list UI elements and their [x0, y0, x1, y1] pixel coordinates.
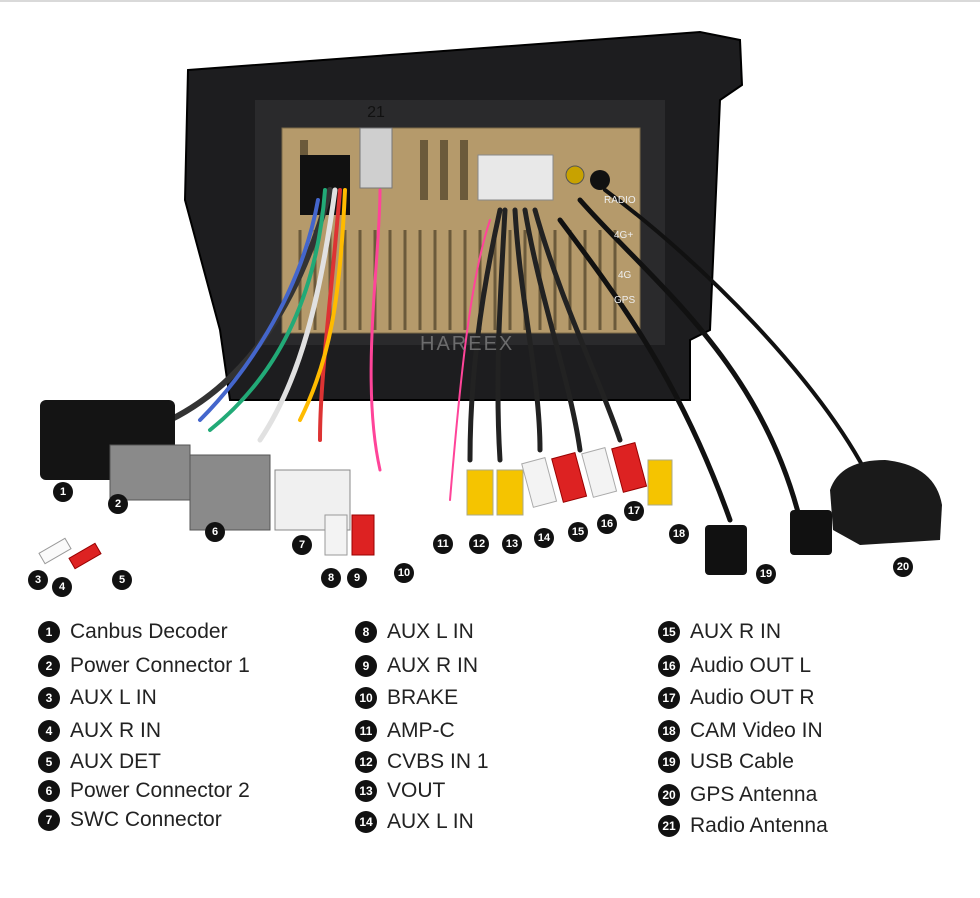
legend-label: AUX L IN: [70, 686, 157, 709]
legend-label: AUX R IN: [70, 719, 162, 742]
legend-item: 2 Power Connector 1: [38, 653, 250, 679]
legend-item: 16 Audio OUT L: [658, 653, 811, 679]
callout-3: 3: [28, 570, 48, 590]
legend-item: 3 AUX L IN: [38, 685, 157, 711]
legend-label: AUX DET: [70, 750, 162, 773]
legend-label: Power Connector 1: [70, 654, 250, 677]
legend-number: 15: [658, 621, 680, 643]
legend-item: 17 Audio OUT R: [658, 685, 815, 711]
legend-item: 7 SWC Connector: [38, 807, 222, 833]
legend-number: 17: [658, 687, 680, 709]
legend-item: 18 CAM Video IN: [658, 718, 823, 744]
legend-number: 14: [355, 811, 377, 833]
legend-number: 8: [355, 621, 377, 643]
legend-label: GPS Antenna: [690, 783, 818, 806]
legend-label: CAM Video IN: [690, 719, 823, 742]
legend-number: 4: [38, 720, 60, 742]
legend-number: 18: [658, 720, 680, 742]
legend-label: CVBS IN 1: [387, 750, 489, 773]
legend-item: 19 USB Cable: [658, 749, 794, 775]
port-label-4g-plus: 4G+: [614, 230, 634, 241]
legend-item: 9 AUX R IN: [355, 653, 478, 679]
product-photo: 21 HAREEX RADIO 4G+ 4G GPS 1 2 3 4 5 6 7…: [28, 30, 942, 597]
legend-number: 12: [355, 751, 377, 773]
legend-number: 16: [658, 655, 680, 677]
callout-16: 16: [597, 514, 617, 534]
legend-item: 4 AUX R IN: [38, 718, 161, 744]
legend-label: Radio Antenna: [690, 814, 828, 837]
legend-label: SWC Connector: [70, 808, 222, 831]
watermark: HAREEX: [420, 333, 515, 355]
legend-item: 11 AMP-C: [355, 718, 455, 744]
legend-number: 10: [355, 687, 377, 709]
legend-label: AUX R IN: [690, 620, 782, 643]
callout-2: 2: [108, 494, 128, 514]
legend-number: 2: [38, 655, 60, 677]
legend-label: Audio OUT L: [690, 654, 812, 677]
callout-10: 10: [394, 563, 414, 583]
callout-12: 12: [469, 534, 489, 554]
callout-8: 8: [321, 568, 341, 588]
legend-label: USB Cable: [690, 750, 794, 773]
legend-number: 5: [38, 751, 60, 773]
legend-label: Power Connector 2: [70, 779, 250, 802]
legend-item: 10 BRAKE: [355, 685, 458, 711]
callout-11: 11: [433, 534, 453, 554]
legend-label: Audio OUT R: [690, 686, 815, 709]
legend-label: BRAKE: [387, 686, 459, 709]
head-unit-illustration: [38, 30, 942, 575]
legend-number: 3: [38, 687, 60, 709]
callout-6: 6: [205, 522, 225, 542]
callout-7: 7: [292, 535, 312, 555]
legend-label: VOUT: [387, 779, 446, 802]
legend-number: 19: [658, 751, 680, 773]
callout-5: 5: [112, 570, 132, 590]
callout-13: 13: [502, 534, 522, 554]
port-label-gps: GPS: [614, 295, 636, 306]
legend-item: 8 AUX L IN: [355, 619, 474, 645]
callout-14: 14: [534, 528, 554, 548]
legend-item: 21 Radio Antenna: [658, 813, 828, 839]
legend-number: 1: [38, 621, 60, 643]
legend-number: 6: [38, 780, 60, 802]
legend-number: 20: [658, 784, 680, 806]
connector-21-label: 21: [367, 104, 385, 121]
legend-label: Canbus Decoder: [70, 620, 228, 643]
legend-label: AUX L IN: [387, 810, 474, 833]
legend-item: 20 GPS Antenna: [658, 782, 817, 808]
callout-1: 1: [53, 482, 73, 502]
legend-item: 13 VOUT: [355, 778, 445, 804]
legend-item: 5 AUX DET: [38, 749, 161, 775]
legend-number: 13: [355, 780, 377, 802]
callout-19: 19: [756, 564, 776, 584]
legend-item: 1 Canbus Decoder: [38, 619, 228, 645]
callout-20: 20: [893, 557, 913, 577]
legend-label: AUX R IN: [387, 654, 479, 677]
legend-number: 11: [355, 720, 377, 742]
legend-label: AMP-C: [387, 719, 455, 742]
port-label-4g: 4G: [618, 270, 632, 281]
callout-4: 4: [52, 577, 72, 597]
legend-item: 15 AUX R IN: [658, 619, 781, 645]
legend-item: 14 AUX L IN: [355, 809, 474, 835]
legend-item: 6 Power Connector 2: [38, 778, 250, 804]
port-label-radio: RADIO: [604, 195, 636, 206]
legend-number: 9: [355, 655, 377, 677]
callout-18: 18: [669, 524, 689, 544]
legend-item: 12 CVBS IN 1: [355, 749, 489, 775]
callout-9: 9: [347, 568, 367, 588]
callout-15: 15: [568, 522, 588, 542]
legend-number: 21: [658, 815, 680, 837]
legend-number: 7: [38, 809, 60, 831]
callout-17: 17: [624, 501, 644, 521]
top-divider: [0, 0, 980, 2]
legend-label: AUX L IN: [387, 620, 474, 643]
